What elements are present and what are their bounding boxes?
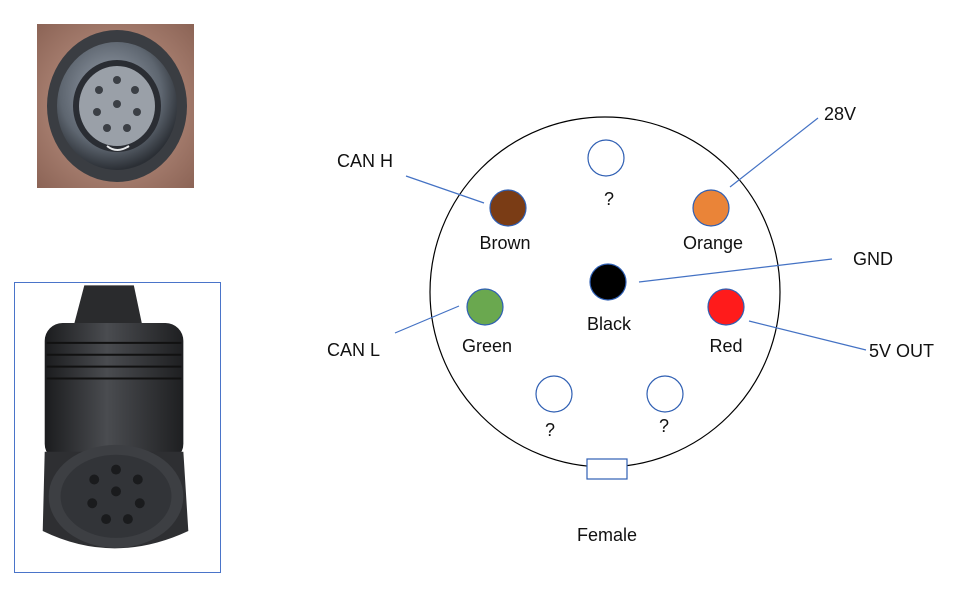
connector-side-photo [14, 282, 221, 573]
28v-leader-line [729, 117, 819, 188]
pin-black [589, 263, 627, 301]
pin-green [466, 288, 504, 326]
pin-bottom-right [646, 375, 684, 413]
can-h-label: CAN H [337, 151, 393, 171]
pin-orange [692, 189, 730, 227]
black-pin-label: Black [587, 314, 632, 334]
orange-pin-label: Orange [683, 233, 743, 253]
pin-brown [489, 189, 527, 227]
5v-out-leader-line [748, 320, 867, 351]
pin-bottom-right-label: ? [659, 416, 669, 436]
can-l-leader-line [394, 305, 460, 334]
brown-pin-label: Brown [479, 233, 530, 253]
female-caption: Female [577, 525, 637, 545]
pin-bottom-left-label: ? [545, 420, 555, 440]
gnd-leader-line [638, 258, 833, 283]
pin-bottom-left [535, 375, 573, 413]
green-pin-label: Green [462, 336, 512, 356]
red-pin-label: Red [709, 336, 742, 356]
28v-label: 28V [824, 104, 856, 124]
can-h-leader-line [405, 175, 485, 204]
can-l-label: CAN L [327, 340, 380, 360]
connector-key-notch [586, 458, 628, 480]
connector-end-photo [37, 24, 194, 188]
gnd-label: GND [853, 249, 893, 269]
pin-red [707, 288, 745, 326]
pin-top [587, 139, 625, 177]
5v-out-label: 5V OUT [869, 341, 934, 361]
pin-top-label: ? [604, 189, 614, 209]
